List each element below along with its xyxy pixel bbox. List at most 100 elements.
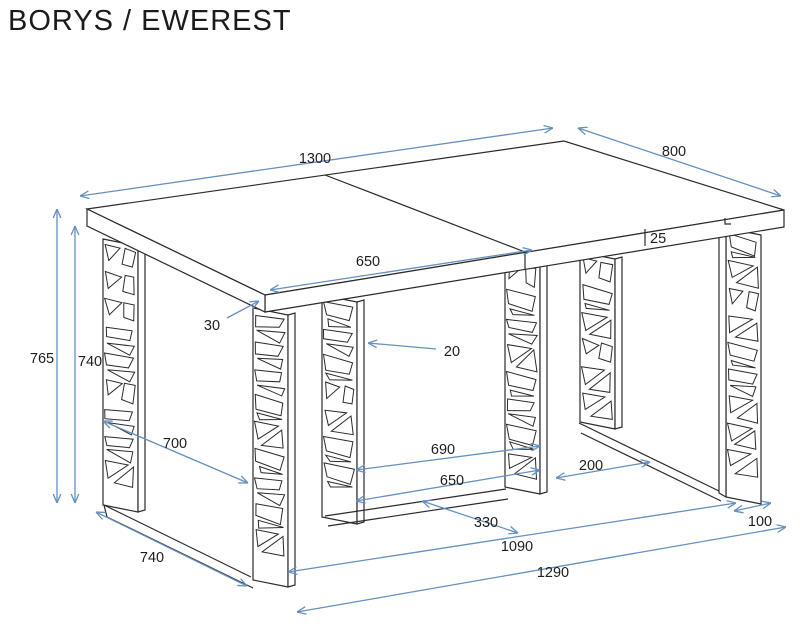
mosaic-cutout — [254, 393, 284, 417]
mosaic-cutout — [325, 381, 341, 400]
mosaic-cutout — [326, 480, 353, 488]
mosaic-cutout — [735, 266, 759, 289]
mosaic-cutout — [582, 283, 613, 305]
mosaic-cutout — [580, 366, 606, 386]
mosaic-cutout — [258, 465, 283, 475]
mosaic-cutout — [729, 384, 757, 398]
tabletop-left-band — [86, 208, 266, 313]
mosaic-cutout — [581, 311, 609, 332]
mosaic-cutout — [726, 448, 753, 467]
mosaic-cutout — [736, 402, 759, 424]
mosaic-cutout — [508, 333, 539, 345]
mosaic-cutout — [324, 409, 348, 427]
mosaic-cutout — [322, 300, 354, 322]
dim-label-height-765: 765 — [30, 351, 54, 367]
mosaic-cutout — [507, 413, 537, 428]
mosaic-cutout — [330, 415, 354, 436]
floor-runners — [103, 422, 722, 589]
mosaic-cutout — [322, 353, 354, 375]
page-title: BORYS / EWEREST — [8, 5, 292, 37]
mosaic-cutout — [322, 435, 354, 459]
mosaic-cutout — [506, 398, 535, 412]
mosaic-cutout — [257, 357, 284, 370]
mosaic-cutout — [256, 412, 283, 421]
mosaic-cutout — [598, 261, 614, 283]
mosaic-cutout — [104, 243, 121, 262]
dim-label-floor-1090: 1090 — [501, 539, 533, 555]
mosaic-cutout — [728, 395, 755, 414]
mosaic-cutout — [257, 492, 286, 507]
mosaic-cutout — [598, 342, 613, 363]
mosaic-cutout — [324, 372, 353, 381]
dim-label-gap-200: 200 — [579, 458, 603, 474]
mosaic-cutout — [254, 369, 283, 383]
mosaic-cutout — [322, 328, 353, 343]
leg-edge — [614, 256, 623, 430]
mosaic-cutout — [582, 257, 598, 275]
mosaic-cutout — [105, 326, 133, 342]
dim-label-runner-100: 100 — [748, 514, 772, 530]
mosaic-cutout — [589, 400, 613, 420]
mosaic-cutout — [323, 462, 356, 486]
mosaic-cutout — [506, 343, 533, 364]
leg-edge — [287, 312, 296, 588]
leg-edge — [356, 299, 365, 525]
mosaic-cutout — [105, 379, 124, 396]
mosaic-cutout — [727, 259, 755, 279]
mosaic-cutout — [254, 341, 284, 357]
mosaic-cutout — [727, 368, 758, 385]
mosaic-cutout — [509, 308, 535, 316]
mosaic-cutout — [255, 314, 285, 328]
mosaic-cutout — [734, 322, 759, 342]
mosaic-cutout — [326, 343, 354, 357]
mosaic-cutout — [727, 341, 758, 362]
dim-label-thickness-25: 25 — [650, 231, 666, 247]
mosaic-cutout — [256, 329, 286, 344]
dim-label-runner-740: 740 — [140, 550, 164, 566]
mosaic-cutout — [726, 422, 754, 442]
dim-label-mid-690: 690 — [431, 442, 455, 458]
mosaic-cutout — [588, 371, 611, 393]
mosaic-cutout — [121, 382, 136, 405]
mosaic-cutout — [260, 429, 284, 449]
dimension-labels: 1300 800 25 765 740 650 30 20 700 740 69… — [30, 144, 772, 581]
leg-edge — [137, 243, 146, 513]
leg-edge — [539, 261, 548, 495]
mosaic-cutout — [103, 297, 123, 316]
mosaic-cutout — [588, 319, 612, 340]
dim-label-height-740: 740 — [78, 354, 102, 370]
mosaic-cutout — [253, 477, 283, 491]
dim-line-half-top — [270, 250, 532, 290]
dim-label-top-depth: 800 — [662, 144, 686, 160]
dim-label-floor-1290: 1290 — [537, 565, 569, 581]
dim-line-top-length — [80, 128, 553, 196]
mosaic-cutout — [728, 287, 744, 305]
mosaic-cutout — [505, 370, 537, 392]
mosaic-cutout — [506, 288, 536, 313]
dim-line-mid-lower — [356, 470, 540, 501]
dim-label-overhang-30: 30 — [204, 318, 220, 334]
mosaic-cutout — [327, 318, 351, 328]
dim-line-left-runner — [96, 512, 247, 586]
dim-leader-overhang — [226, 301, 259, 319]
mosaic-cutout — [123, 302, 135, 322]
dim-line-mid-upper — [356, 446, 540, 470]
mosaic-cutout — [733, 457, 759, 478]
dim-line-runner-100 — [734, 503, 771, 511]
dim-leader-thickness — [368, 343, 437, 350]
mosaic-cutout — [733, 429, 757, 450]
dimension-lines — [57, 128, 786, 612]
dim-label-inner-700: 700 — [163, 436, 187, 452]
mosaic-cutout — [728, 232, 757, 257]
mosaic-cutout — [106, 342, 136, 356]
mosaic-cutout — [342, 385, 355, 405]
mosaic-cutout — [256, 384, 286, 397]
mosaic-cutout — [260, 535, 285, 557]
tabletop — [84, 140, 785, 313]
mosaic-cutout — [730, 251, 756, 259]
dim-label-mid-650: 650 — [440, 473, 464, 489]
mosaic-cutout — [104, 409, 134, 422]
mosaic-cutout — [253, 420, 280, 440]
